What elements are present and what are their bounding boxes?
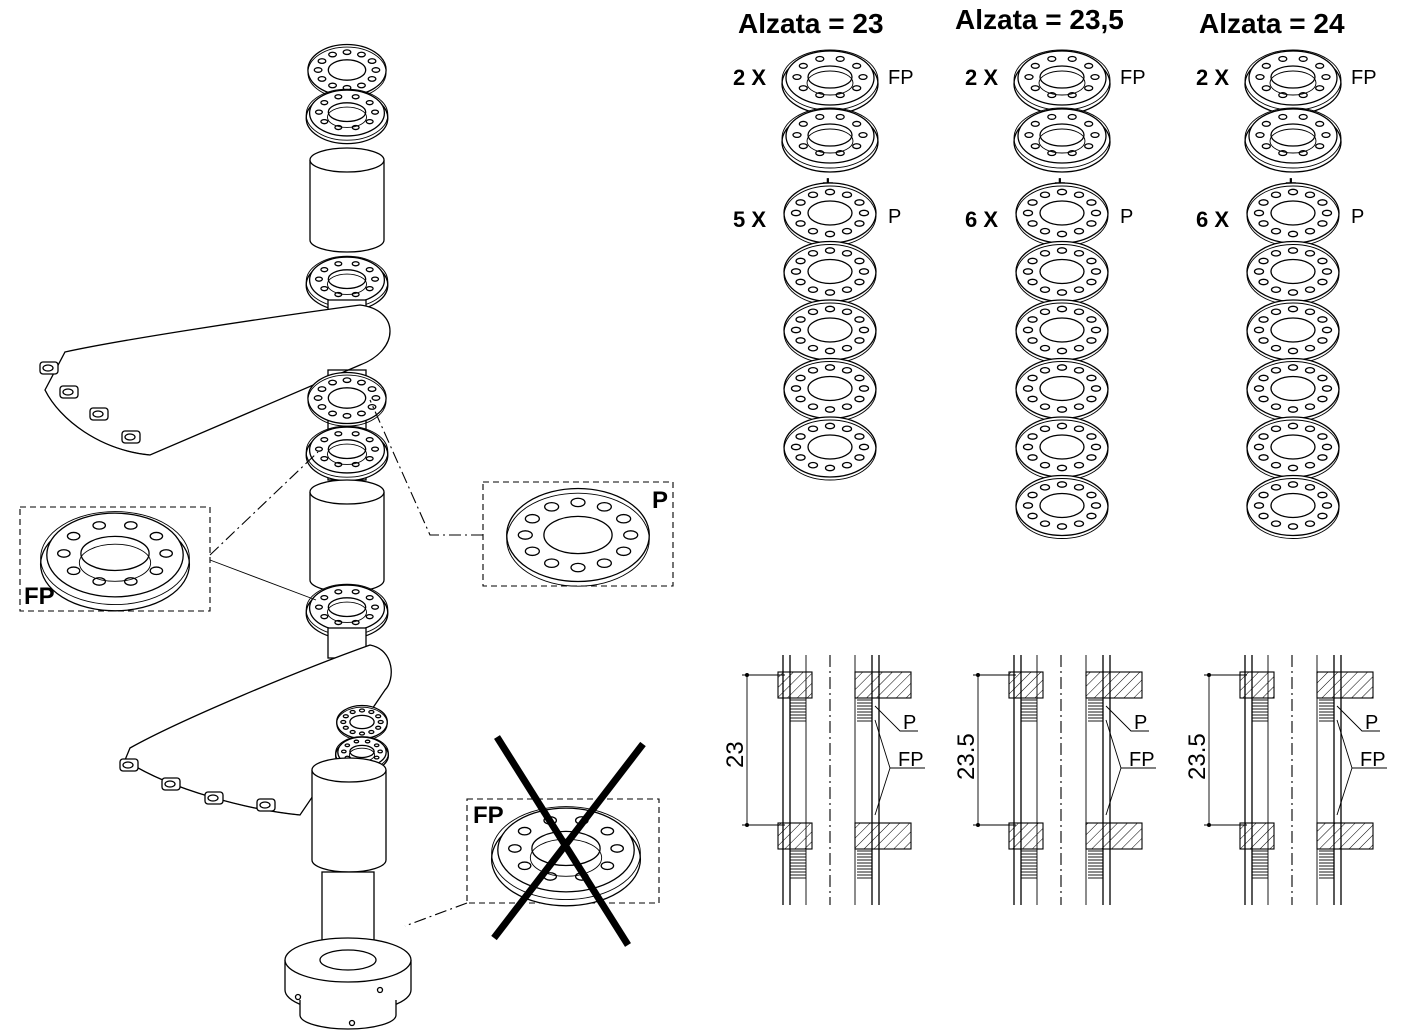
p-washer-ring [1246, 299, 1340, 364]
riser-dimension: 23.5 [1184, 733, 1211, 780]
cross-out-mark [494, 735, 631, 947]
fp-flanged-ring [781, 49, 879, 115]
column-title: Alzata = 23 [738, 8, 884, 39]
p-washer-ring [506, 487, 650, 587]
p-washer-ring [1246, 474, 1340, 539]
detail-label-fp: FP [1129, 749, 1155, 771]
fp-flanged-ring [305, 583, 389, 640]
p-washer-ring [1246, 416, 1340, 481]
p-washer-ring [783, 416, 877, 481]
cross-out-mark [491, 741, 646, 941]
p-washer-ring [783, 240, 877, 305]
callout-p-right: P [369, 399, 674, 587]
p-washer-ring [1015, 357, 1109, 422]
fp-flanged-ring [1013, 107, 1111, 173]
column-title: Alzata = 23,5 [955, 4, 1124, 35]
fp-flanged-ring [1244, 107, 1342, 173]
p-code: P [888, 206, 901, 228]
fp-multiplier: 2 X [965, 65, 998, 90]
p-washer-ring [783, 182, 877, 247]
detail-label-p: P [903, 712, 916, 734]
column-23-5: Alzata = 23,5 2 X FP + 6 X P [955, 4, 1146, 539]
ring-columns: Alzata = 23 2 X FP + 5 X P Alzata = 23,5… [733, 4, 1377, 539]
fp-code: FP [1351, 67, 1377, 89]
callout-fp-crossed-label: FP [473, 802, 504, 829]
fp-multiplier: 2 X [733, 65, 766, 90]
riser-dimension: 23.5 [953, 733, 980, 780]
staircase-exploded-view [39, 43, 412, 1030]
p-washer-ring [1246, 357, 1340, 422]
column-23: Alzata = 23 2 X FP + 5 X P [733, 8, 914, 481]
p-washer-ring [1246, 240, 1340, 305]
p-washer-ring [1015, 474, 1109, 539]
p-washer-ring [1246, 182, 1340, 247]
riser-dimension: 23 [722, 741, 749, 768]
fp-flanged-ring [1244, 49, 1342, 115]
p-washer-ring [307, 371, 387, 427]
fp-flanged-ring [39, 511, 191, 612]
p-washer-ring [336, 704, 388, 741]
p-multiplier: 5 X [733, 207, 766, 232]
fp-code: FP [888, 67, 914, 89]
detail-label-p: P [1134, 712, 1147, 734]
column-24: Alzata = 24 2 X FP + 6 X P [1196, 8, 1377, 539]
p-code: P [1351, 206, 1364, 228]
p-multiplier: 6 X [965, 207, 998, 232]
p-washer-ring [783, 357, 877, 422]
callout-p-right-label: P [652, 487, 668, 514]
p-code: P [1120, 206, 1133, 228]
fp-flanged-ring [305, 425, 389, 482]
detail-label-fp: FP [1360, 749, 1386, 771]
fp-flanged-ring [305, 255, 389, 312]
callout-fp-crossed: FP [404, 735, 660, 947]
callout-fp-left: FP [19, 451, 319, 612]
p-washer-ring [1015, 182, 1109, 247]
fp-flanged-ring [1013, 49, 1111, 115]
p-washer-ring [1015, 240, 1109, 305]
fp-flanged-ring [490, 806, 642, 907]
fp-multiplier: 2 X [1196, 65, 1229, 90]
fp-flanged-ring [781, 107, 879, 173]
p-multiplier: 6 X [1196, 207, 1229, 232]
column-title: Alzata = 24 [1199, 8, 1345, 39]
fp-flanged-ring [305, 88, 389, 145]
p-washer-ring [1015, 416, 1109, 481]
p-washer-ring [1015, 299, 1109, 364]
detail-label-p: P [1365, 712, 1378, 734]
section-details: 23 P FP 23.5 P FP 23.5 P FP [722, 655, 1387, 905]
fp-code: FP [1120, 67, 1146, 89]
detail-label-fp: FP [898, 749, 924, 771]
p-washer-ring [783, 299, 877, 364]
p-washer-ring [307, 43, 387, 99]
